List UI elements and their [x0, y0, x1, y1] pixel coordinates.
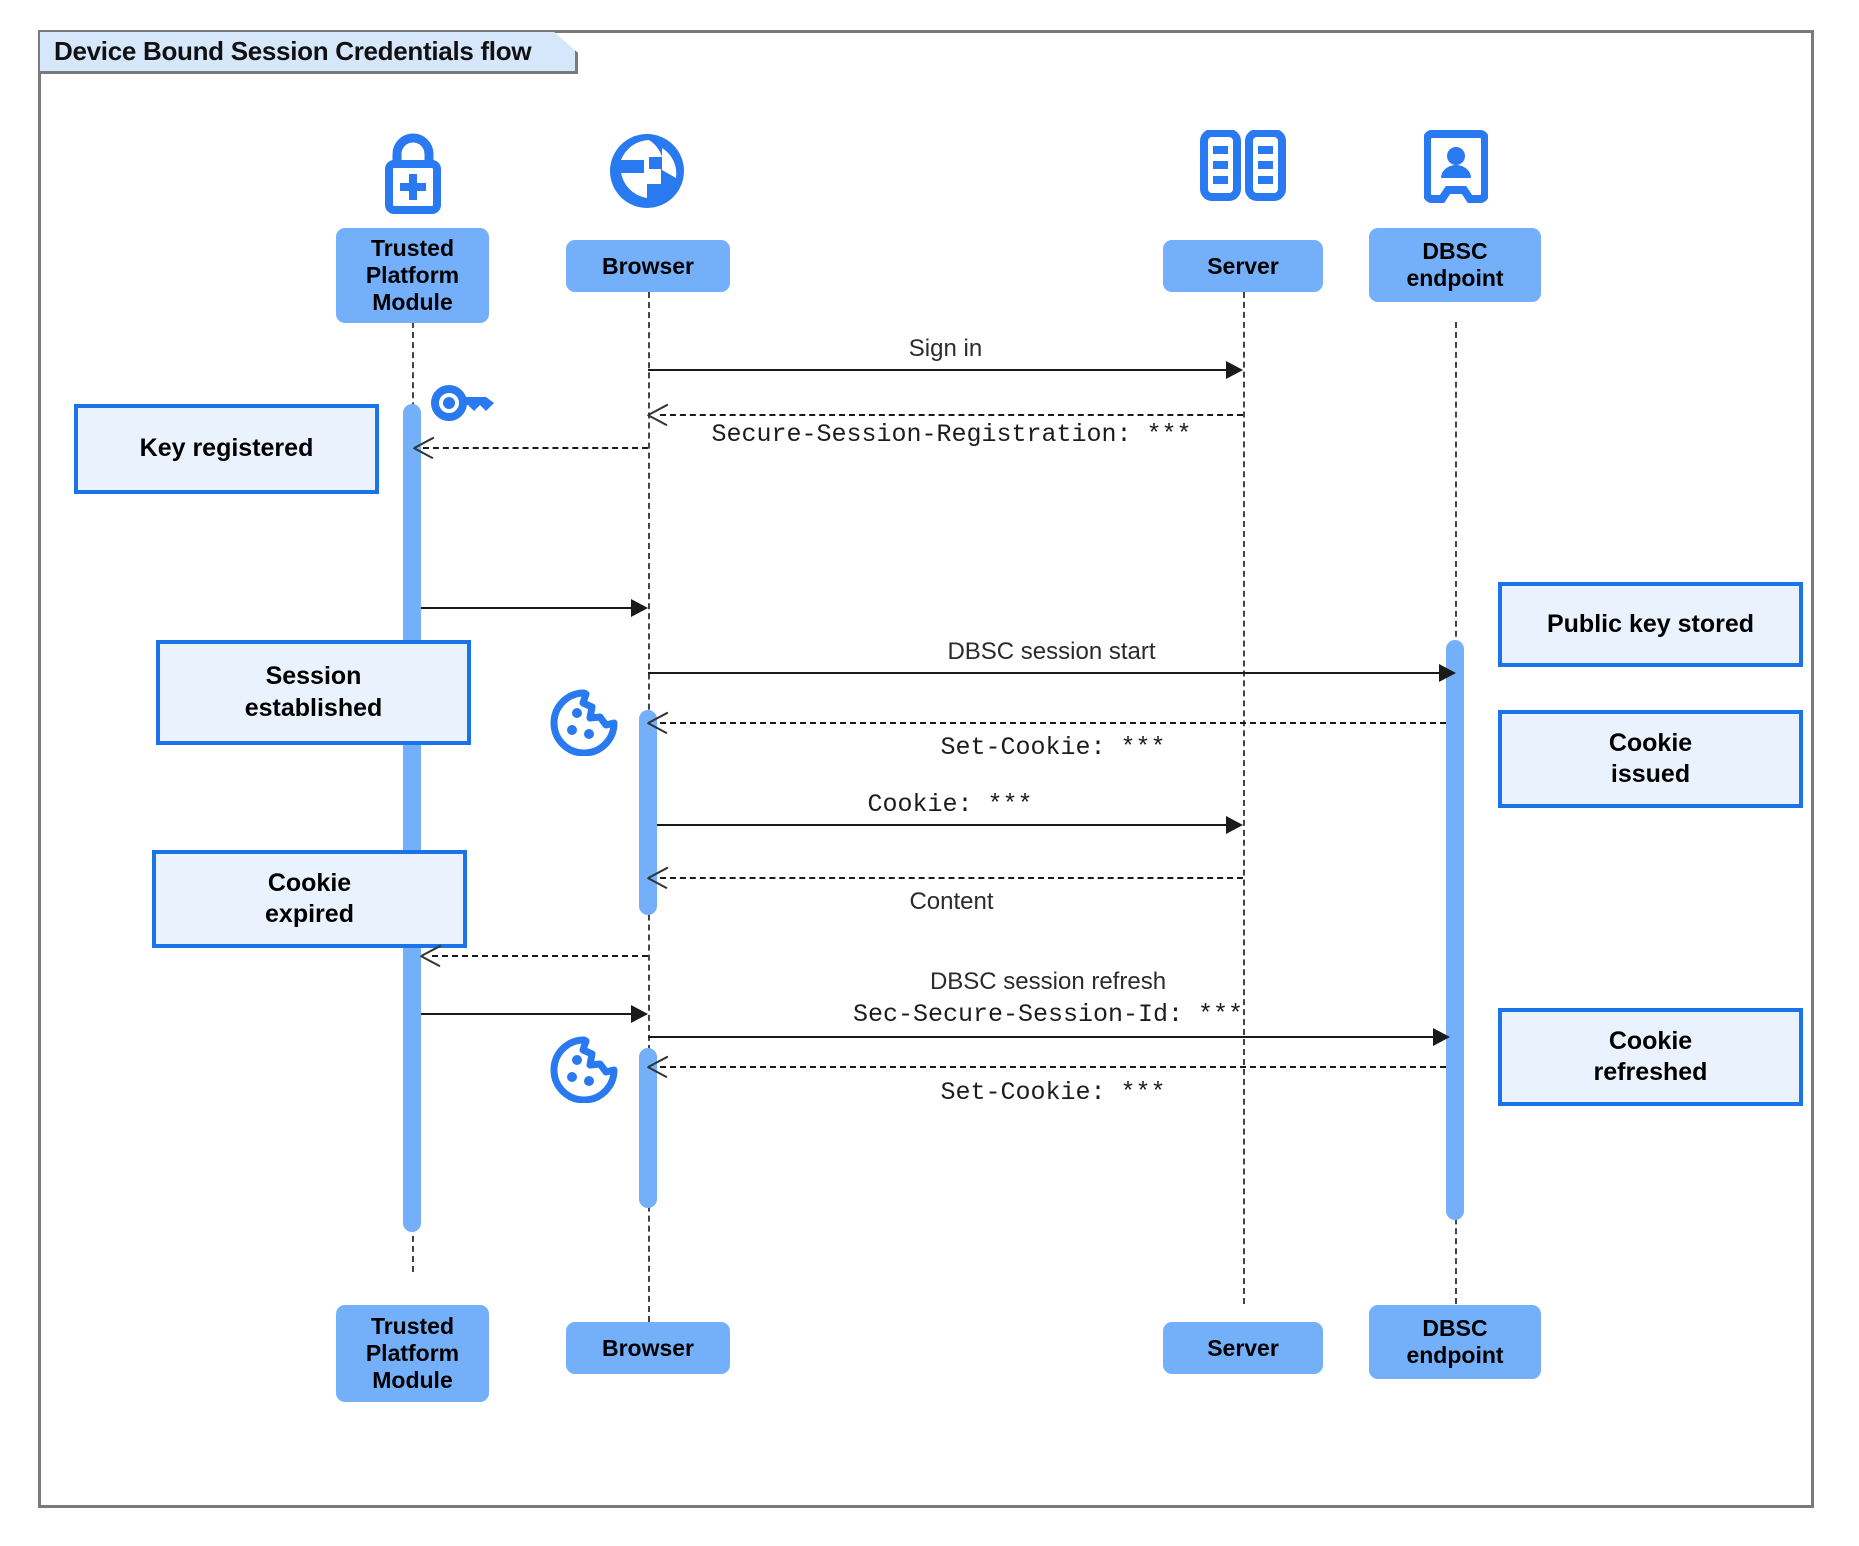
message-label-dbsc-session-refresh: DBSC session refresh — [929, 968, 1167, 995]
actor-box-dbsc-bottom[interactable]: DBSC endpoint — [1369, 1305, 1541, 1379]
arrowhead-tpm-to-browser — [631, 599, 648, 617]
note-text-cookie-refreshed-line2: refreshed — [1593, 1058, 1708, 1086]
actor-label-tpm-bottom-line1: Trusted — [370, 1313, 455, 1340]
actor-box-browser-top[interactable]: Browser — [566, 240, 730, 292]
message-label-sign-in: Sign in — [908, 335, 983, 362]
actor-label-dbsc-bottom-line1: DBSC — [1422, 1315, 1488, 1342]
message-label-secure-session-registration: Secure-Session-Registration: *** — [711, 420, 1192, 449]
actor-box-server-top[interactable]: Server — [1163, 240, 1323, 292]
cookie-icon — [548, 688, 620, 761]
actor-label-tpm-line3: Module — [372, 288, 453, 315]
actor-label-tpm-bottom-line2: Platform — [365, 1340, 460, 1367]
note-cookie-expired: Cookie expired — [152, 850, 467, 948]
activation-browser-2 — [639, 1048, 657, 1208]
message-line-tpm-to-browser-refresh — [421, 1013, 636, 1015]
arrowhead-browser-to-tpm-register — [414, 447, 434, 467]
actor-box-dbsc-top[interactable]: DBSC endpoint — [1369, 228, 1541, 302]
note-cookie-issued: Cookie issued — [1498, 710, 1803, 808]
key-icon — [430, 382, 502, 433]
message-line-tpm-to-browser — [421, 607, 636, 609]
note-public-key-stored: Public key stored — [1498, 582, 1803, 667]
actor-label-server-bottom: Server — [1207, 1334, 1279, 1361]
message-line-dbsc-session-refresh — [648, 1036, 1433, 1038]
arrowhead-sign-in — [1226, 361, 1243, 379]
arrowhead-dbsc-session-start — [1439, 664, 1456, 682]
note-text-public-key-stored: Public key stored — [1546, 609, 1755, 638]
arrowhead-tpm-to-browser-refresh — [631, 1005, 648, 1023]
lock-plus-icon — [372, 128, 454, 223]
activation-tpm — [403, 404, 421, 1232]
message-line-browser-to-tpm-register — [423, 447, 648, 449]
actor-label-tpm-line2: Platform — [365, 262, 460, 289]
globe-icon — [604, 128, 690, 219]
activation-browser-1 — [639, 710, 657, 915]
server-rack-icon — [1200, 129, 1286, 207]
message-line-set-cookie-2 — [660, 1066, 1446, 1068]
note-session-established: Session established — [156, 640, 471, 745]
message-label-sec-secure-session-id: Sec-Secure-Session-Id: *** — [852, 1000, 1244, 1029]
arrowhead-dbsc-session-refresh — [1433, 1028, 1450, 1046]
actor-label-browser-bottom: Browser — [601, 1334, 695, 1361]
message-line-browser-to-tpm-refresh — [432, 955, 648, 957]
actor-label-dbsc-bottom-line2: endpoint — [1406, 1342, 1504, 1368]
actor-box-server-bottom[interactable]: Server — [1163, 1322, 1323, 1374]
lifeline-server — [1243, 282, 1245, 1304]
activation-dbsc — [1446, 640, 1464, 1220]
cookie-icon — [548, 1035, 620, 1108]
actor-label-dbsc-line1: DBSC — [1422, 238, 1488, 265]
actor-label-browser: Browser — [601, 252, 695, 279]
actor-box-browser-bottom[interactable]: Browser — [566, 1322, 730, 1374]
message-line-sign-in — [648, 369, 1226, 371]
actor-label-tpm-bottom-line3: Module — [372, 1366, 453, 1393]
message-line-content — [660, 877, 1243, 879]
note-text-session-established-line2: established — [244, 693, 383, 722]
note-cookie-refreshed: Cookie refreshed — [1498, 1008, 1803, 1106]
message-line-set-cookie-1 — [660, 722, 1446, 724]
message-label-content: Content — [909, 888, 994, 915]
note-text-cookie-issued-line1: Cookie — [1608, 728, 1693, 757]
arrowhead-cookie — [1226, 816, 1243, 834]
note-text-cookie-expired-line1: Cookie — [267, 868, 352, 897]
message-line-dbsc-session-start — [648, 672, 1439, 674]
note-text-cookie-refreshed-line1: Cookie — [1608, 1026, 1693, 1055]
note-text-key-registered: Key registered — [139, 434, 314, 463]
note-text-cookie-expired-line2: expired — [265, 900, 354, 928]
id-badge-icon — [1423, 130, 1489, 211]
actor-label-server: Server — [1207, 252, 1279, 279]
message-line-secure-session-registration — [660, 414, 1243, 416]
diagram-title: Device Bound Session Credentials flow — [40, 32, 578, 74]
message-line-cookie — [657, 824, 1226, 826]
note-text-session-established-line1: Session — [265, 662, 362, 691]
arrowhead-browser-to-tpm-refresh — [421, 955, 441, 975]
note-text-cookie-issued-line2: issued — [1610, 760, 1691, 788]
actor-box-tpm-bottom[interactable]: Trusted Platform Module — [336, 1305, 489, 1402]
message-label-set-cookie-1: Set-Cookie: *** — [940, 733, 1166, 762]
message-label-cookie: Cookie: *** — [867, 790, 1033, 819]
message-label-dbsc-session-start: DBSC session start — [947, 638, 1156, 665]
message-label-set-cookie-2: Set-Cookie: *** — [940, 1078, 1166, 1107]
note-key-registered: Key registered — [74, 404, 379, 494]
actor-box-tpm-top[interactable]: Trusted Platform Module — [336, 228, 489, 323]
actor-label-tpm-line1: Trusted — [370, 235, 455, 262]
actor-label-dbsc-line2: endpoint — [1406, 265, 1504, 291]
